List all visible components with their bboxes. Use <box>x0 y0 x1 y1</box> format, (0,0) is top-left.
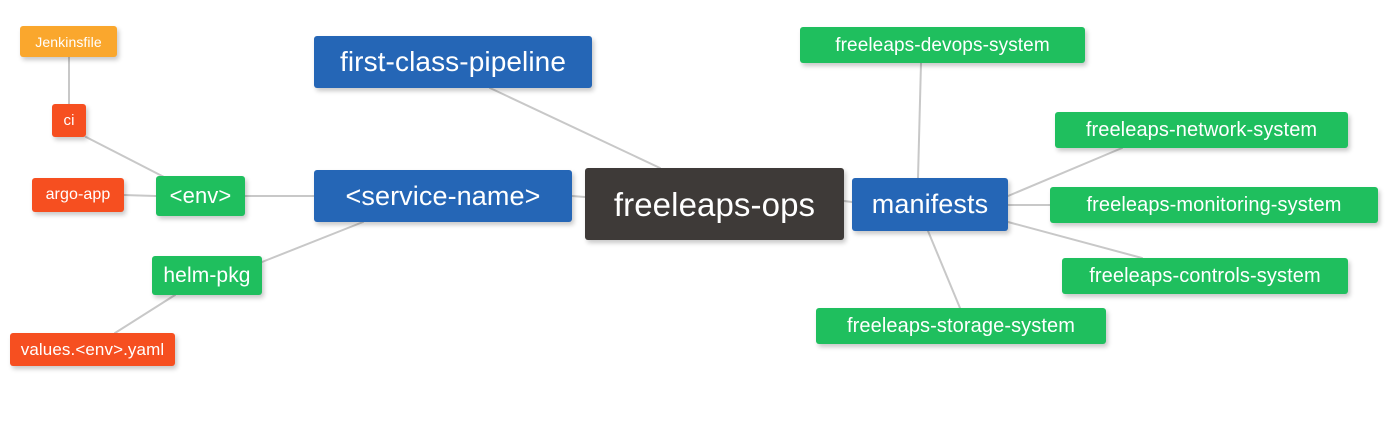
edge-service-name-to-helm-pkg <box>261 221 364 263</box>
edge-first-class-pipeline-to-freeleaps-ops <box>489 87 661 169</box>
edge-manifests-to-freeleaps-controls-system <box>1007 221 1143 259</box>
edge-ci-to-env <box>85 136 165 178</box>
node-service-name[interactable]: <service-name> <box>314 170 572 222</box>
node-manifests[interactable]: manifests <box>852 178 1008 231</box>
node-freeleaps-storage-system[interactable]: freeleaps-storage-system <box>816 308 1106 344</box>
node-argo-app[interactable]: argo-app <box>32 178 124 212</box>
node-freeleaps-controls-system[interactable]: freeleaps-controls-system <box>1062 258 1348 294</box>
node-freeleaps-devops-system[interactable]: freeleaps-devops-system <box>800 27 1085 63</box>
node-env[interactable]: <env> <box>156 176 245 216</box>
node-first-class-pipeline[interactable]: first-class-pipeline <box>314 36 592 88</box>
edge-service-name-to-freeleaps-ops <box>571 195 586 198</box>
edge-argo-app-to-env <box>123 194 157 197</box>
node-values-env-yaml[interactable]: values.<env>.yaml <box>10 333 175 366</box>
edge-helm-pkg-to-values-env-yaml <box>114 294 176 334</box>
edge-manifests-to-freeleaps-storage-system <box>927 230 961 309</box>
node-freeleaps-network-system[interactable]: freeleaps-network-system <box>1055 112 1348 148</box>
node-ci[interactable]: ci <box>52 104 86 137</box>
node-freeleaps-monitoring-system[interactable]: freeleaps-monitoring-system <box>1050 187 1378 223</box>
edge-freeleaps-ops-to-manifests <box>843 200 853 203</box>
node-freeleaps-ops[interactable]: freeleaps-ops <box>585 168 844 240</box>
node-helm-pkg[interactable]: helm-pkg <box>152 256 262 295</box>
edge-manifests-to-freeleaps-devops-system <box>917 62 922 179</box>
node-jenkinsfile[interactable]: Jenkinsfile <box>20 26 117 57</box>
